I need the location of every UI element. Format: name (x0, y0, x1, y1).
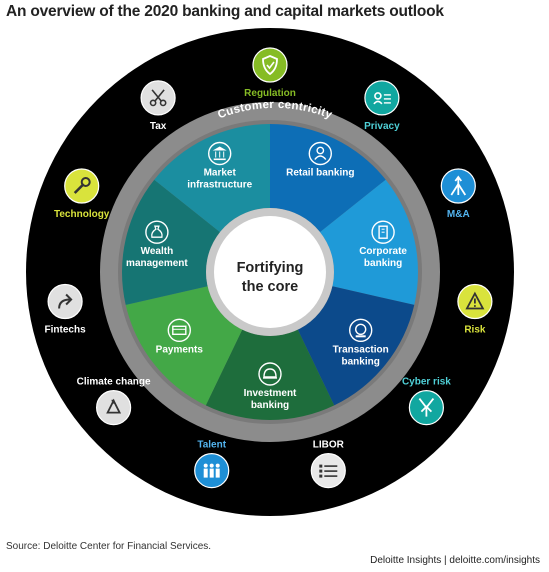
source-note: Source: Deloitte Center for Financial Se… (6, 541, 212, 552)
outer-item-label: Fintechs (45, 325, 87, 336)
core-circle (214, 216, 326, 328)
outer-item-label: Risk (464, 325, 486, 336)
building-icon (371, 220, 395, 244)
segment-label: Wealth (141, 246, 174, 257)
merge-icon (440, 168, 476, 204)
segment-label: Corporate (359, 246, 407, 257)
card-icon (167, 318, 192, 342)
outer-item: Tax (140, 80, 176, 132)
coin-icon (349, 318, 373, 342)
segment-wedge (205, 329, 335, 420)
outer-item: LIBOR (310, 440, 346, 489)
outer-item-label: Tax (150, 121, 167, 132)
shield-icon (252, 47, 288, 83)
outer-item: M&A (440, 168, 476, 220)
scissors-icon (140, 80, 176, 116)
segment-wedge (297, 286, 415, 406)
privacy-icon (364, 80, 400, 116)
wrench-icon (64, 168, 100, 204)
segment-label: infrastructure (187, 180, 252, 191)
outer-item: Technology (54, 168, 110, 220)
core-label-line-1: Fortifying (237, 260, 304, 276)
segment-label: management (126, 258, 188, 269)
outer-item-label: M&A (447, 209, 470, 220)
segment-label: banking (342, 356, 380, 367)
segment-wedge (320, 179, 418, 305)
outer-item-label: Regulation (244, 88, 296, 99)
outer-item: Regulation (244, 47, 296, 99)
bell-icon (258, 362, 282, 386)
core-label-line-2: the core (242, 279, 298, 295)
bank-icon (207, 141, 232, 166)
split-arrow-icon (408, 390, 444, 426)
list-icon (310, 453, 346, 489)
segment-label: Investment (244, 388, 297, 399)
segment-wedge (122, 179, 220, 305)
page-title: An overview of the 2020 banking and capi… (6, 3, 444, 20)
segment-label: Transaction (333, 344, 389, 355)
person-icon (308, 141, 332, 166)
outer-item: Privacy (364, 80, 400, 132)
segment-wheel: Retail bankingCorporatebankingTransactio… (122, 124, 418, 420)
segment-wedge (125, 286, 243, 406)
segment-label: banking (251, 400, 289, 411)
segment-label: Payments (156, 344, 204, 355)
outer-item-label: Climate change (77, 377, 151, 388)
segment-wedge (154, 124, 270, 233)
outlook-diagram: Customer centricity Retail bankingCorpor… (26, 28, 514, 516)
outer-item: Fintechs (45, 283, 87, 336)
credit-line: Deloitte Insights | deloitte.com/insight… (370, 555, 540, 566)
warning-icon (457, 283, 493, 320)
money-bag-icon (145, 220, 169, 244)
outer-item-label: LIBOR (313, 440, 345, 451)
outer-item: Risk (457, 283, 493, 336)
segment-label: Retail banking (286, 168, 354, 179)
outer-item: Cyber risk (402, 377, 451, 426)
outer-item: Climate change (77, 377, 151, 426)
outer-item-label: Privacy (364, 121, 400, 132)
people-icon (194, 453, 230, 489)
segment-label: Market (204, 168, 237, 179)
recycle-icon (95, 390, 132, 426)
outer-item-label: Cyber risk (402, 377, 451, 388)
outer-item: Talent (194, 440, 230, 489)
segment-wedge (270, 124, 386, 233)
segment-label: banking (364, 258, 402, 269)
outer-item-label: Talent (197, 440, 226, 451)
forward-arrow-icon (47, 283, 83, 320)
outer-item-label: Technology (54, 209, 110, 220)
